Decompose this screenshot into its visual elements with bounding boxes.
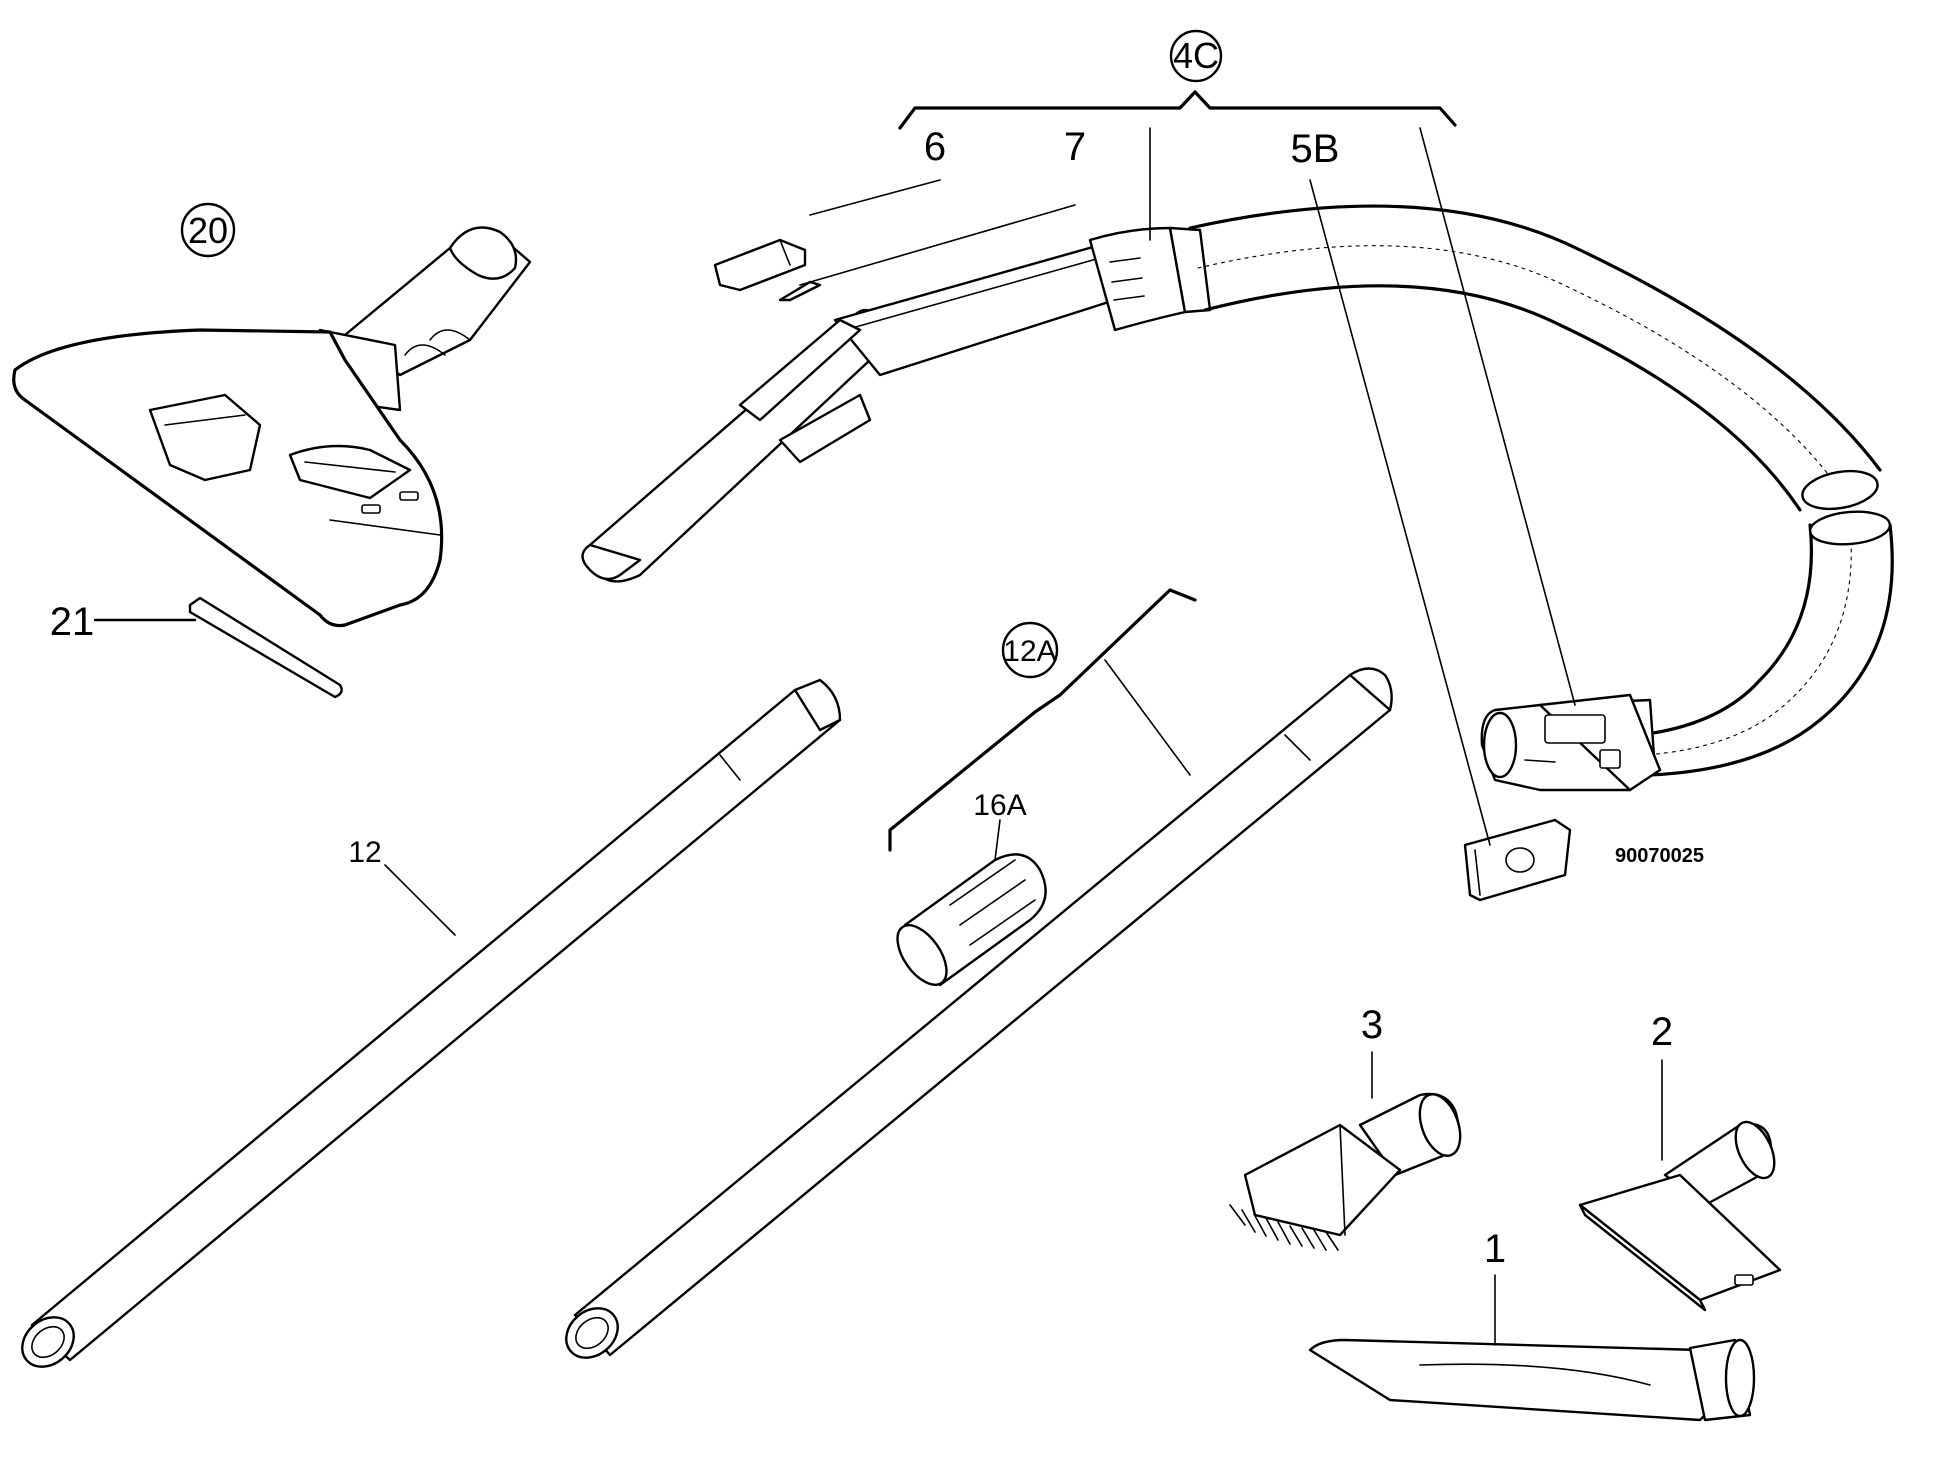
leader-lines-12a <box>994 659 1191 861</box>
bracket-12a <box>888 588 1197 852</box>
part-7-tab <box>778 280 822 302</box>
part-6-clip <box>713 238 807 292</box>
label-part-16a: 16A <box>973 789 1026 822</box>
label-part-1: 1 <box>1484 1227 1506 1271</box>
label-part-6: 6 <box>924 125 946 169</box>
part-3-dusting-brush <box>1229 1092 1462 1251</box>
label-part-12: 12 <box>348 836 381 869</box>
svg-text:12A: 12A <box>1003 635 1056 668</box>
part-1-crevice-tool <box>1308 1338 1756 1422</box>
part-21-brush-strip <box>188 596 343 699</box>
floor-nozzle <box>12 226 532 628</box>
hose-handle <box>581 226 1212 583</box>
leader-lines-4c <box>799 127 1576 846</box>
bracket-4c <box>898 90 1457 130</box>
label-part-2: 2 <box>1651 1010 1673 1054</box>
label-part-3: 3 <box>1361 1003 1383 1047</box>
reference-code: 90070025 <box>1615 845 1704 867</box>
label-part-21: 21 <box>50 600 95 644</box>
leader-line-12 <box>384 864 456 936</box>
svg-text:4C: 4C <box>1173 35 1219 76</box>
svg-text:20: 20 <box>188 210 228 251</box>
part-16a-coupling <box>896 853 1047 987</box>
label-20-circle: 20 <box>180 202 236 258</box>
hose-connector <box>1480 693 1662 792</box>
part-2-upholstery-nozzle <box>1578 1120 1782 1312</box>
tube-12-left <box>21 678 842 1368</box>
tube-12a-right <box>565 667 1393 1359</box>
corrugated-hose <box>1188 204 1894 777</box>
label-part-5b: 5B <box>1291 127 1340 171</box>
label-part-7: 7 <box>1064 125 1086 169</box>
part-5b-clip <box>1463 818 1572 902</box>
label-4c-circle: 4C <box>1169 29 1223 83</box>
label-12a-circle: 12A <box>1001 621 1059 679</box>
